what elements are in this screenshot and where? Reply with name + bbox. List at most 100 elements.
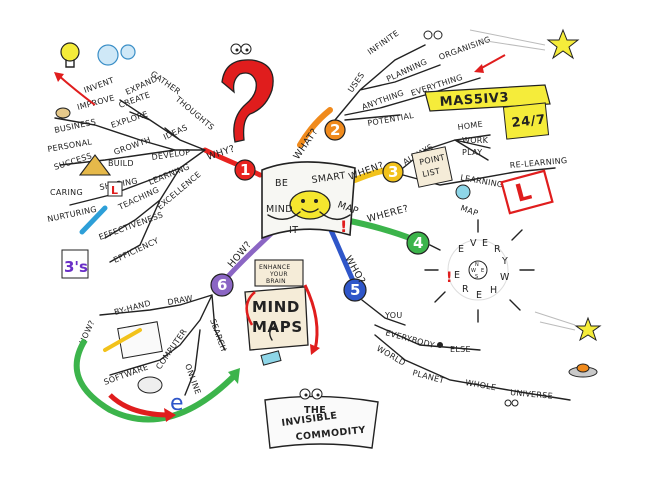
everywhere-letter-e4: E [454,270,460,281]
what-banner-text: MAS5IV3 [439,90,509,110]
central-face-smile [301,208,319,213]
mind-maps-line1: MIND [252,298,300,316]
what-word-potential: POTENTIAL [367,111,415,128]
center-word-smart: SMART [311,170,347,186]
question-mark-icon [221,59,274,143]
central-face-eye-right [314,199,318,203]
branch-3-number: 3 [388,163,398,181]
everywhere-letter-e3: E [476,290,482,301]
pencil-icon [103,328,142,352]
learner-plate-letter: L [111,184,118,197]
branch-5-badge [343,278,367,302]
where-question: WHERE? [366,203,410,225]
when-word-list: LIST [422,166,441,179]
how-word-search: SEARCH [208,318,228,353]
star-small-icon [574,316,602,342]
compass-s: S [475,274,478,280]
who-word-everybody: EVERYBODY [384,328,435,350]
ufo-dome [576,363,590,373]
point-list-note [411,146,453,188]
lightbulb-icon [60,42,80,62]
when-word-play: PLAY [462,148,482,157]
branch-5-number: 5 [350,281,360,299]
enhance-brain-line2: YOUR [269,271,288,278]
what-word-uses: USES [346,71,366,94]
blue-pen-icon [79,205,108,235]
mind-maps-line2: MAPS [252,318,303,336]
everywhere-letter-e1: E [458,244,464,255]
red-arrow-head [54,72,64,82]
learner-plate-icon [107,181,123,197]
invisible-commodity-line1: THE [304,405,326,416]
center-word-mind: MIND [266,204,293,215]
learner-plate-big-letter: L [512,177,534,208]
where-exclamation: ! [446,270,452,286]
branch-1-badge [234,159,256,181]
why-sub-lines [54,99,206,263]
who-word-else: ELSE [450,345,471,354]
branch-4-number: 4 [413,234,423,252]
center-word-be: BE [275,178,288,189]
board-red-loop [245,291,256,326]
red-swoosh-head [164,408,176,422]
central-face-eye-left [301,199,305,203]
everywhere-letter-e2: E [482,238,488,249]
shooting-star-trail [469,29,546,51]
infinite-eye-left-icon [423,30,433,40]
why-word-caring: CARING [50,188,83,197]
compass-e: E [481,268,484,274]
mind-maps-board [244,286,309,351]
book-icon [260,350,282,366]
compass-w: W [471,268,476,274]
branch-6-badge [210,273,234,297]
what-sub-lines [334,44,481,121]
compass-icon [468,260,488,280]
enhance-brain-sign [254,259,304,287]
branch-3-badge [382,161,404,183]
when-word-work: WORK [462,136,489,145]
small-character-icon [269,325,277,341]
board-red-arrow-head [310,344,320,355]
compass-n: N [475,262,479,268]
why-word-business: BUSINESS [54,117,97,135]
branch-1-number: 1 [240,161,250,179]
enhance-brain-line3: BRAIN [266,278,286,285]
everywhere-letter-v: V [470,238,477,249]
question-mark-pupil-left [235,48,239,52]
why-word-personal: PERSONAL [47,137,93,154]
board-red-arrow [303,284,319,351]
branch-6-number: 6 [217,276,227,294]
central-swirl [267,211,351,220]
branch-2-number: 2 [330,121,340,139]
when-sub-lines [402,134,556,186]
why-word-build: BUILD [108,159,134,168]
how-word-byhand: BY-HAND [113,299,152,317]
when-face-icon [455,184,471,200]
when-word-map: MAP [459,203,479,218]
everywhere-letter-h: H [490,285,498,296]
lightbulb-base [65,59,75,68]
thought-bubble-icon [97,44,119,66]
threes-badge-icon [61,249,89,279]
threes-badge-text: 3's [64,258,88,276]
everywhere-letter-y: Y [501,256,508,267]
learner-plate-big-icon [500,169,554,215]
mouse-icon [137,376,163,394]
enhance-brain-line1: ENHANCE [259,264,290,271]
spoon-icon [55,107,71,119]
branch-4-badge [406,231,430,255]
why-word-efficiency: EFFICIENCY [112,236,160,265]
commodity-pupil-right [316,393,320,397]
star-icon [546,28,580,60]
thought-bubble-small-icon [120,44,136,60]
when-word-relearning: RE-LEARNING [509,156,567,170]
why-word-invent: INVENT [83,76,116,95]
universe-eye-left-icon [504,399,512,407]
star-small-trail [534,311,576,331]
green-arrow-icon [73,338,238,423]
what-word-anything: ANYTHING [361,88,406,112]
who-word-you: YOU [384,311,403,320]
green-arrow-head [228,368,240,384]
what-word-organising: ORGANISING [438,35,492,62]
